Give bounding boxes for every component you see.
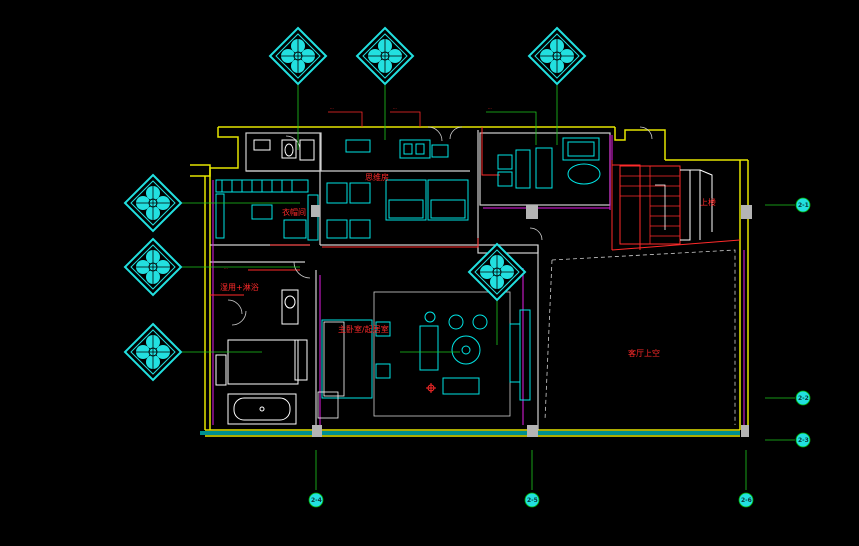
detail-tag-4[interactable] (124, 174, 182, 232)
note-1: ··· (330, 106, 334, 111)
room-label-bath: 湿用+淋浴 (220, 282, 259, 292)
center-marker (426, 383, 436, 393)
room-label-bedroom-upper: 思维房 (365, 172, 389, 182)
tag-leaders (182, 85, 558, 353)
stair: 上楼 (619, 165, 716, 245)
room-label-hall: 客厅上空 (628, 348, 660, 358)
closet-furniture (215, 179, 319, 241)
wc-upper (253, 139, 315, 161)
grid-label-bottom-2: 2-5 (527, 497, 538, 504)
note-leaders (328, 111, 421, 127)
note-leaders-green (486, 111, 537, 145)
master-bedroom-furniture (317, 291, 531, 419)
interior-walls (210, 130, 611, 430)
room-label-closet: 衣帽间 (282, 207, 306, 217)
study-furniture (497, 137, 601, 189)
outer-walls (190, 126, 749, 437)
bathroom-fixtures (215, 289, 308, 425)
detail-tag-1[interactable] (269, 27, 327, 85)
detail-tag-2[interactable] (356, 27, 414, 85)
note-2: ··· (393, 106, 397, 111)
room-label-master: 主卧室/起居室 (338, 324, 389, 334)
detail-tag-5[interactable] (124, 238, 182, 296)
note-3: ··· (488, 106, 492, 111)
grid-label-bottom-1: 2-4 (311, 497, 322, 504)
grid-label-bottom-3: 2-6 (741, 497, 752, 504)
grid-label-right-2: 2-2 (798, 395, 809, 402)
detail-tag-6[interactable] (124, 323, 182, 381)
grid-label-right-1: 2-1 (798, 202, 809, 209)
partition-lines (212, 135, 745, 425)
note-4: ··· (224, 266, 228, 271)
grid-label-right-3: 2-3 (798, 437, 809, 444)
red-lines (210, 127, 741, 296)
room-label-stair: 上楼 (700, 197, 716, 207)
grid-axes (315, 204, 795, 490)
detail-tag-3[interactable] (528, 27, 586, 85)
upper-bedroom-furniture (326, 139, 469, 239)
void-outline (551, 249, 736, 425)
structural-columns (311, 205, 752, 437)
floor-slab-edge (200, 431, 740, 435)
